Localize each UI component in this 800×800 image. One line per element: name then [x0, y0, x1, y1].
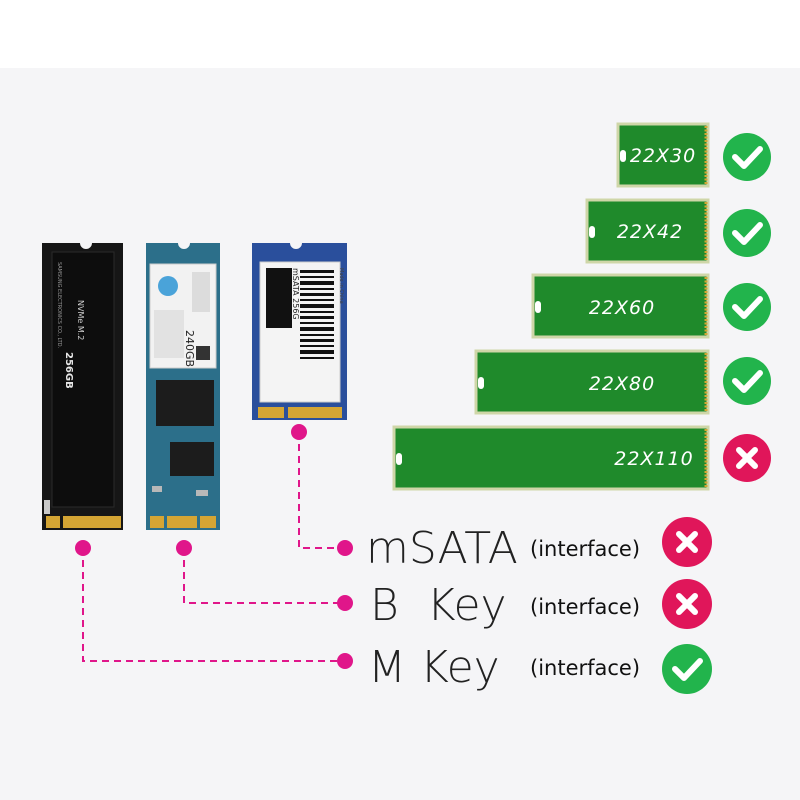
- connector-lines: [82, 432, 345, 662]
- interface-row-m-key: M Key (interface): [368, 642, 640, 693]
- interface-note: (interface): [530, 537, 640, 561]
- size-board-22x110: 22X110: [392, 425, 710, 491]
- connector-dot: [176, 540, 192, 556]
- pcb-board: [616, 122, 710, 188]
- interface-note: (interface): [530, 595, 640, 619]
- cross-icon: [662, 517, 712, 567]
- size-label: 22X60: [589, 297, 655, 319]
- check-icon: [723, 357, 771, 405]
- msata-ssd-card: mSATA 256G Made in China: [252, 243, 347, 420]
- gold-contacts: [258, 407, 284, 418]
- check-icon: [723, 283, 771, 331]
- check-icon: [723, 209, 771, 257]
- board-notch: [535, 301, 541, 313]
- gold-contacts: [46, 516, 60, 528]
- interface-row-msata: mSATA (interface): [366, 523, 640, 574]
- barcode: [300, 270, 334, 359]
- connector-dot: [337, 540, 353, 556]
- board-notch: [589, 226, 595, 238]
- label-logo: [158, 276, 178, 296]
- board-notch: [620, 150, 626, 162]
- connector-dot: [291, 424, 307, 440]
- qr-code: [196, 346, 210, 360]
- card-capacity: 240GB: [183, 330, 196, 367]
- interface-row-b-key: B Key (interface): [370, 580, 640, 631]
- card-capacity: 256GB: [63, 352, 74, 389]
- size-board-22x30: 22X30: [616, 122, 710, 188]
- connector-dot: [337, 595, 353, 611]
- connector-m-key: [82, 548, 345, 662]
- mounting-hole: [44, 500, 50, 514]
- size-board-22x42: 22X42: [585, 198, 710, 264]
- gold-contacts: [288, 407, 342, 418]
- pcb-board: [392, 425, 710, 491]
- connector-dot: [75, 540, 91, 556]
- check-icon: [662, 644, 712, 694]
- controller-chip: [170, 442, 214, 476]
- board-notch: [478, 377, 484, 389]
- label-panel: [266, 268, 292, 328]
- card-maker: SAMSUNG ELECTRONICS CO., LTD.: [56, 262, 62, 349]
- card-title: mSATA 256G: [291, 268, 300, 320]
- cross-icon: [723, 434, 771, 482]
- size-label: 22X80: [589, 373, 655, 395]
- pcb-board: [474, 349, 710, 415]
- size-label: 22X42: [617, 221, 683, 243]
- gold-contacts: [150, 516, 164, 528]
- size-board-22x60: 22X60: [531, 273, 710, 339]
- connector-b-key: [183, 548, 345, 604]
- check-icon: [723, 133, 771, 181]
- gold-contacts: [62, 516, 121, 528]
- label-text-block: [154, 310, 184, 358]
- pcb-board: [531, 273, 710, 339]
- gold-contacts: [167, 516, 197, 528]
- smd-component: [196, 490, 208, 496]
- board-notch: [396, 453, 402, 465]
- sata-ssd-card: 240GB: [146, 243, 220, 530]
- smd-component: [152, 486, 162, 492]
- nvme-ssd-card: NVMe M.2 256GB SAMSUNG ELECTRONICS CO., …: [42, 243, 123, 530]
- gold-contacts: [200, 516, 216, 528]
- connector-msata: [298, 432, 345, 549]
- card-made-in: Made in China: [338, 268, 344, 304]
- interface-note: (interface): [530, 656, 640, 680]
- size-label: 22X110: [614, 448, 693, 470]
- connector-dot: [337, 653, 353, 669]
- interface-name: B Key: [370, 580, 507, 631]
- size-board-22x80: 22X80: [474, 349, 710, 415]
- pcb-board: [585, 198, 710, 264]
- size-label: 22X30: [630, 145, 696, 167]
- nand-chip: [156, 380, 214, 426]
- card-top-label: NVMe M.2: [76, 300, 85, 340]
- card-label: [51, 251, 115, 508]
- cross-icon: [662, 579, 712, 629]
- interface-name: M Key: [368, 642, 500, 693]
- label-text-block: [192, 272, 210, 312]
- interface-name: mSATA: [366, 523, 518, 574]
